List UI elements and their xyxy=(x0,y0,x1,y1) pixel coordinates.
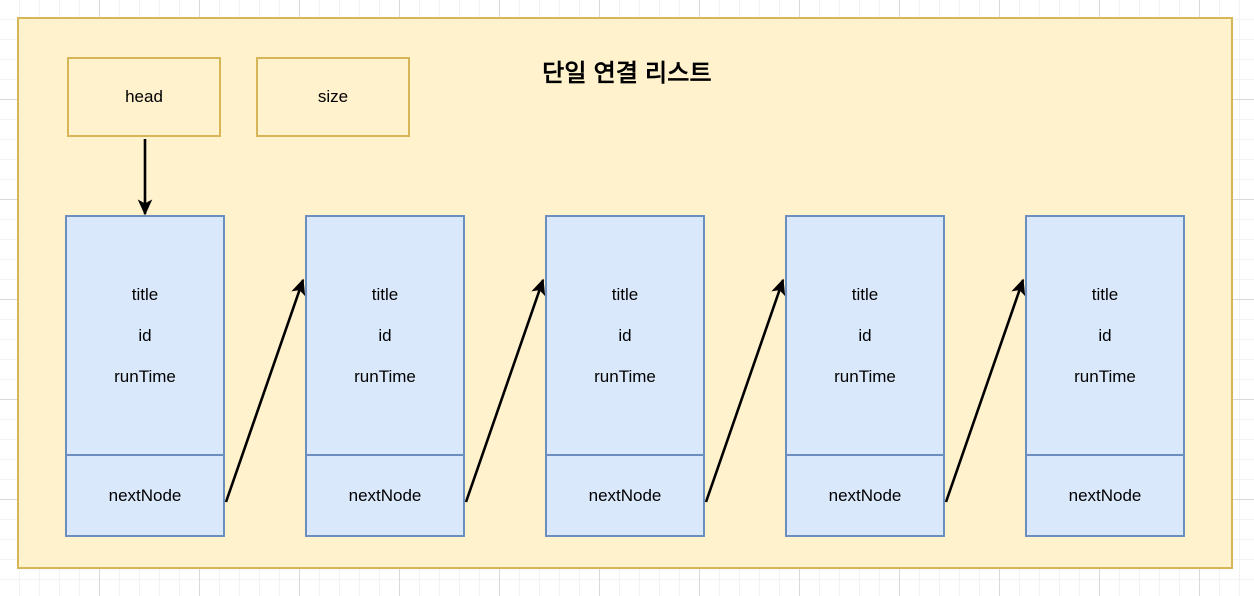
node-3-field-id: id xyxy=(618,326,632,345)
node-2-field-runtime: runTime xyxy=(354,367,416,386)
node-2-field-id: id xyxy=(378,326,392,345)
list-node-2[interactable]: title id runTime nextNode xyxy=(305,215,465,537)
node-1-field-id: id xyxy=(138,326,152,345)
head-label: head xyxy=(125,87,163,106)
node-3-nextnode: nextNode xyxy=(547,456,703,535)
list-node-3[interactable]: title id runTime nextNode xyxy=(545,215,705,537)
node-5-fields: title id runTime xyxy=(1027,217,1183,456)
size-label: size xyxy=(317,87,349,106)
page-title: 단일 연결 리스트 xyxy=(542,60,712,87)
node-3-field-runtime: runTime xyxy=(594,367,656,386)
node-1-nextnode-label: nextNode xyxy=(108,485,182,505)
node-3-nextnode-label: nextNode xyxy=(588,485,662,505)
node-2-fields: title id runTime xyxy=(307,217,463,456)
node-4-field-runtime: runTime xyxy=(834,367,896,386)
node-1-field-title: title xyxy=(131,285,159,304)
node-1-field-runtime: runTime xyxy=(114,367,176,386)
list-node-1[interactable]: title id runTime nextNode xyxy=(65,215,225,537)
node-2-nextnode: nextNode xyxy=(307,456,463,535)
node-3-fields: title id runTime xyxy=(547,217,703,456)
node-4-nextnode-label: nextNode xyxy=(828,485,902,505)
node-4-field-title: title xyxy=(851,285,879,304)
node-4-fields: title id runTime xyxy=(787,217,943,456)
list-node-4[interactable]: title id runTime nextNode xyxy=(785,215,945,537)
list-node-5[interactable]: title id runTime nextNode xyxy=(1025,215,1185,537)
node-1-nextnode: nextNode xyxy=(67,456,223,535)
node-5-nextnode-label: nextNode xyxy=(1068,485,1142,505)
node-2-field-title: title xyxy=(371,285,399,304)
node-3-field-title: title xyxy=(611,285,639,304)
node-5-nextnode: nextNode xyxy=(1027,456,1183,535)
head-reference-box[interactable]: head xyxy=(67,57,221,137)
node-2-nextnode-label: nextNode xyxy=(348,485,422,505)
node-4-nextnode: nextNode xyxy=(787,456,943,535)
node-5-field-runtime: runTime xyxy=(1074,367,1136,386)
node-5-field-id: id xyxy=(1098,326,1112,345)
node-1-fields: title id runTime xyxy=(67,217,223,456)
node-5-field-title: title xyxy=(1091,285,1119,304)
size-reference-box[interactable]: size xyxy=(256,57,410,137)
node-4-field-id: id xyxy=(858,326,872,345)
